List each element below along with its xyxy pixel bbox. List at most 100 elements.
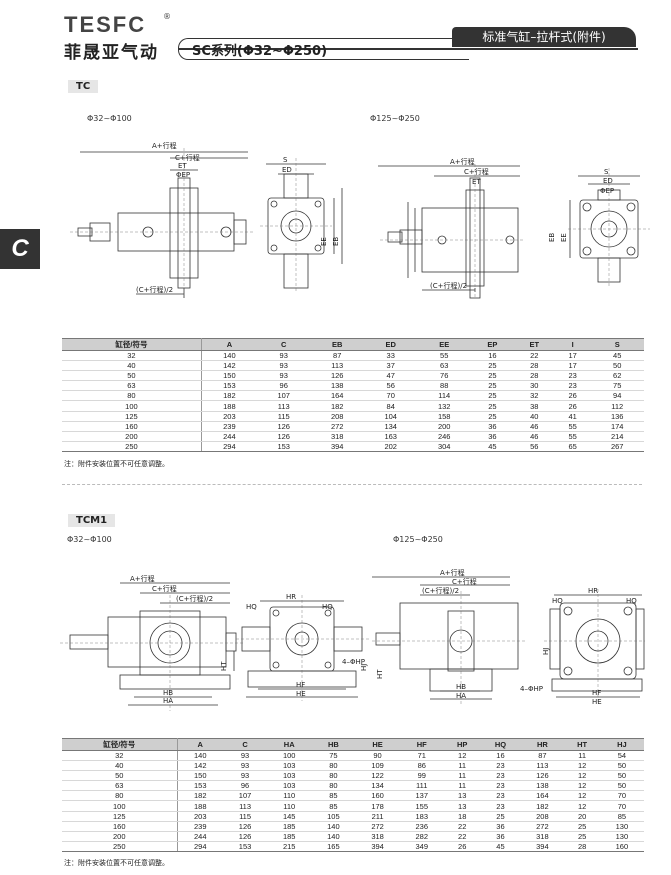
tcm1-dim-hq-right: HQ <box>322 603 333 611</box>
column-header: ED <box>363 338 418 351</box>
table-cell: 26 <box>554 390 591 402</box>
table-cell: 150 <box>177 770 223 782</box>
table-cell: 185 <box>267 831 312 842</box>
table-cell: 134 <box>355 780 400 792</box>
table-cell: 105 <box>311 811 356 822</box>
table-cell: 93 <box>222 770 268 782</box>
table-cell: 142 <box>177 760 223 772</box>
table-cell: 46 <box>513 421 555 432</box>
table-cell: 25 <box>470 411 514 422</box>
table-cell: 153 <box>177 780 223 792</box>
table-cell: 126 <box>256 431 311 442</box>
table-cell: 55 <box>554 421 591 432</box>
table-cell: 22 <box>443 831 481 842</box>
table-cell: 200 <box>62 831 178 842</box>
table-cell: 12 <box>443 750 481 762</box>
series-title: SC系列(Φ32~Φ250) <box>192 44 328 59</box>
table-cell: 132 <box>417 400 471 412</box>
table-cell: 41 <box>554 411 591 422</box>
table-cell: 349 <box>399 841 444 852</box>
table-cell: 272 <box>520 821 565 832</box>
table-cell: 113 <box>256 400 311 412</box>
table-cell: 40 <box>62 360 202 372</box>
table-cell: 26 <box>554 400 591 412</box>
table-cell: 76 <box>417 370 471 382</box>
table-cell: 160 <box>599 841 644 852</box>
table-cell: 16 <box>470 350 514 362</box>
table-cell: 22 <box>513 350 555 362</box>
table-cell: 87 <box>520 750 565 762</box>
table-cell: 55 <box>554 431 591 442</box>
table-cell: 50 <box>62 370 202 382</box>
tcm1-large-dim-hf: HF <box>592 689 601 697</box>
tcm1-large-dim-hq-right: HQ <box>626 597 637 605</box>
table-cell: 130 <box>599 831 644 842</box>
table-cell: 87 <box>310 350 364 362</box>
table-cell: 318 <box>520 831 565 842</box>
table-cell: 80 <box>311 780 356 792</box>
column-header: A <box>177 738 223 751</box>
table-cell: 25 <box>470 390 514 402</box>
table-cell: 208 <box>310 411 364 422</box>
table-cell: 136 <box>590 411 644 422</box>
table-cell: 36 <box>480 831 521 842</box>
column-header: HP <box>443 738 481 751</box>
table-cell: 12 <box>564 790 600 802</box>
column-header: EE <box>417 338 471 351</box>
table-cell: 282 <box>399 831 444 842</box>
table-cell: 23 <box>554 380 591 392</box>
tcm1-large-dim-ht: HT <box>376 669 384 679</box>
table-cell: 214 <box>590 431 644 442</box>
table-cell: 110 <box>267 790 312 802</box>
column-header: I <box>554 338 591 351</box>
table-cell: 394 <box>355 841 400 852</box>
table-cell: 71 <box>399 750 444 762</box>
table-cell: 80 <box>311 760 356 772</box>
table-cell: 145 <box>267 811 312 822</box>
table-cell: 50 <box>590 360 644 372</box>
section-side-tab: C <box>0 229 40 269</box>
tcm1-large-dim-a: A+行程 <box>440 568 465 577</box>
table-cell: 178 <box>355 800 400 812</box>
table-cell: 160 <box>355 790 400 802</box>
tc-large-dim-half: (C+行程)/2 <box>430 281 467 290</box>
tc-dim-half: (C+行程)/2 <box>136 285 173 294</box>
table-cell: 70 <box>363 390 418 402</box>
table-cell: 86 <box>399 760 444 772</box>
table-cell: 215 <box>267 841 312 852</box>
table-cell: 153 <box>256 441 311 452</box>
table-cell: 114 <box>417 390 471 402</box>
table-cell: 165 <box>311 841 356 852</box>
table-cell: 122 <box>355 770 400 782</box>
table-cell: 18 <box>443 811 481 822</box>
tcm1-dim-ht: HT <box>220 661 228 671</box>
tc-large-dim-s: S <box>604 168 609 176</box>
table-cell: 134 <box>363 421 418 432</box>
table-cell: 244 <box>177 831 223 842</box>
table-cell: 23 <box>480 770 521 782</box>
table-cell: 113 <box>222 800 268 812</box>
table-cell: 75 <box>590 380 644 392</box>
table-cell: 40 <box>513 411 555 422</box>
table-cell: 36 <box>470 421 514 432</box>
table-cell: 12 <box>564 770 600 782</box>
tcm1-large-dim-he: HE <box>592 698 602 706</box>
table-cell: 23 <box>480 760 521 772</box>
table-cell: 85 <box>311 800 356 812</box>
tcm1-range-small: Φ32~Φ100 <box>67 535 112 544</box>
table-cell: 28 <box>513 370 555 382</box>
tcm1-dim-hj: HJ <box>360 664 368 671</box>
tc-large-dim-eb: EB <box>548 233 556 242</box>
table-cell: 25 <box>480 811 521 822</box>
table-cell: 62 <box>590 370 644 382</box>
tc-large-dim-et: ET <box>472 178 481 186</box>
table-cell: 140 <box>311 821 356 832</box>
table-cell: 203 <box>201 411 257 422</box>
table-cell: 164 <box>310 390 364 402</box>
tc-dim-s: S <box>283 156 288 164</box>
